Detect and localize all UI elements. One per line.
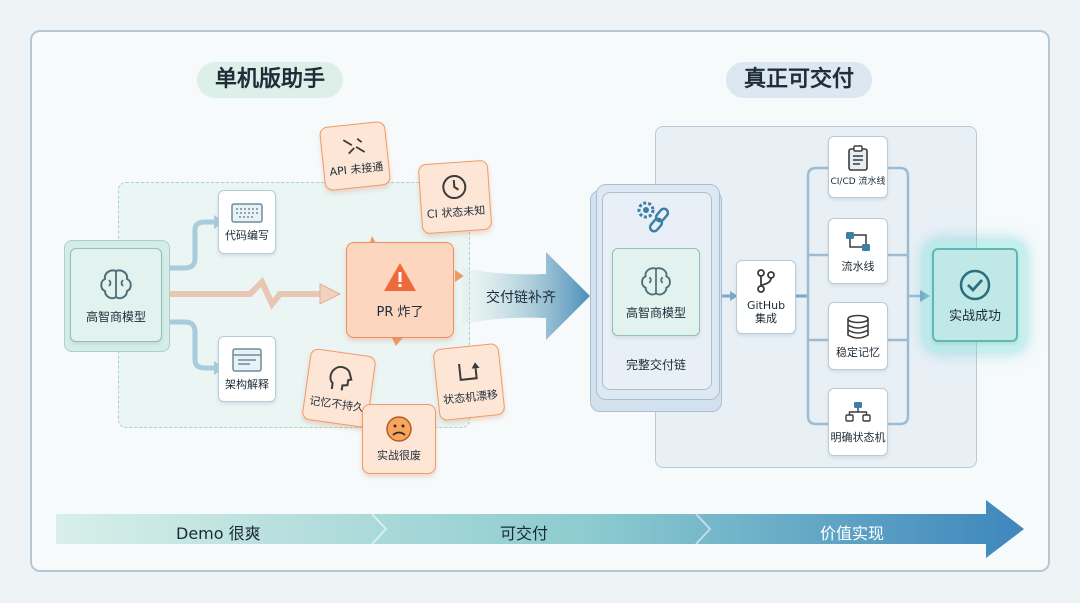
- progress-stage-2: 可交付: [500, 520, 548, 544]
- pipeline-label-state: 明确状态机: [831, 431, 886, 444]
- drift-arrow-icon: [455, 358, 482, 386]
- keyboard-icon: [231, 203, 263, 223]
- problem-card-drift[interactable]: 状态机漂移: [432, 343, 505, 422]
- clipboard-icon: [847, 145, 869, 171]
- output-card-arch[interactable]: 架构解释: [218, 336, 276, 402]
- flow-icon: [844, 230, 872, 254]
- progress-stage-3: 价值实现: [820, 520, 884, 544]
- branch-icon: [755, 269, 777, 293]
- problem-label-ci: CI 状态未知: [426, 202, 485, 222]
- check-icon: [958, 268, 992, 302]
- pipeline-card-state[interactable]: 明确状态机: [828, 388, 888, 456]
- problem-label-api: API 未接通: [329, 158, 384, 180]
- pipeline-label-cicd: CI/CD 流水线: [830, 176, 885, 189]
- right-model-card[interactable]: 高智商模型: [612, 248, 700, 336]
- warning-icon: [382, 261, 418, 293]
- window-icon: [232, 348, 262, 372]
- success-card[interactable]: 实战成功: [932, 248, 1018, 342]
- problem-card-api[interactable]: API 未接通: [319, 121, 391, 192]
- state-machine-icon: [844, 401, 872, 425]
- output-label-code: 代码编写: [225, 229, 269, 242]
- github-label-1: GitHub: [747, 299, 785, 312]
- problem-label-drift: 状态机漂移: [442, 386, 498, 408]
- problem-label-useless: 实战很废: [377, 447, 421, 463]
- pipeline-card-cicd[interactable]: CI/CD 流水线: [828, 136, 888, 198]
- gear-link-icon: [632, 198, 678, 238]
- pipeline-card-memory[interactable]: 稳定记忆: [828, 302, 888, 370]
- clock-icon: [440, 173, 468, 201]
- left-model-label: 高智商模型: [86, 311, 146, 324]
- stack-label: 完整交付链: [602, 356, 710, 373]
- brain-icon: [96, 267, 136, 303]
- database-icon: [846, 314, 870, 340]
- bridge-label: 交付链补齐: [486, 287, 556, 307]
- right-model-label: 高智商模型: [626, 307, 686, 320]
- problem-label-memory: 记忆不持久: [308, 392, 365, 415]
- sad-face-icon: [385, 415, 413, 443]
- crash-label: PR 炸了: [376, 301, 423, 320]
- brain-icon: [637, 265, 675, 299]
- crash-card[interactable]: PR 炸了: [346, 242, 454, 338]
- left-model-card[interactable]: 高智商模型: [70, 248, 162, 342]
- problem-card-useless[interactable]: 实战很废: [362, 404, 436, 474]
- head-icon: [326, 362, 356, 393]
- output-card-code[interactable]: 代码编写: [218, 190, 276, 254]
- broken-link-icon: [339, 134, 369, 159]
- pipeline-card-flow[interactable]: 流水线: [828, 218, 888, 284]
- github-label-2: 集成: [755, 312, 777, 325]
- github-card[interactable]: GitHub 集成: [736, 260, 796, 334]
- problem-card-ci[interactable]: CI 状态未知: [418, 160, 493, 235]
- success-label: 实战成功: [949, 310, 1001, 323]
- output-label-arch: 架构解释: [225, 378, 269, 391]
- pipeline-label-flow: 流水线: [842, 260, 875, 273]
- pipeline-label-memory: 稳定记忆: [836, 346, 880, 359]
- progress-stage-1: Demo 很爽: [176, 520, 261, 544]
